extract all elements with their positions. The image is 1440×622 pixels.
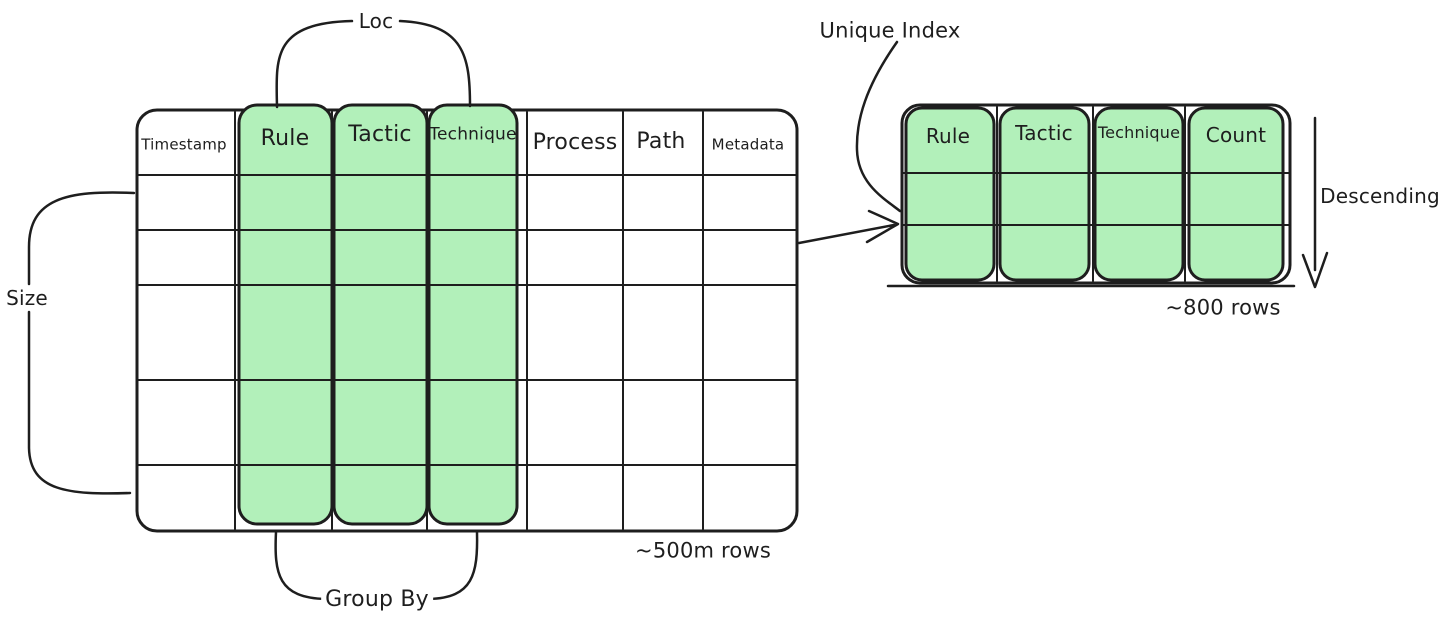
highlight-column-rule — [237, 103, 334, 526]
left-table-highlight-columns — [237, 103, 519, 526]
size-brace-top — [27, 191, 136, 286]
right-table-highlight-columns — [904, 106, 1285, 282]
right-table-column-lines — [996, 106, 1186, 282]
highlight-column-tactic — [332, 103, 429, 526]
unique-index-arrow — [855, 40, 902, 213]
descending-label: Descending — [1320, 184, 1440, 208]
descending-arrow — [1301, 116, 1329, 289]
right-column-header-count: Count — [1205, 123, 1267, 147]
left-column-header-process: Process — [532, 130, 618, 155]
left-table — [135, 103, 799, 533]
flow-arrow — [797, 209, 900, 245]
highlight-column-technique — [427, 103, 519, 526]
right-column-header-technique: Technique — [1097, 123, 1181, 142]
arrows — [797, 40, 1329, 289]
highlight-column-tactic-agg — [998, 106, 1091, 282]
right-column-header-rule: Rule — [925, 124, 971, 148]
unique-index-label: Unique Index — [819, 18, 961, 43]
highlight-column-rule-agg — [904, 106, 996, 282]
highlight-column-count-agg — [1187, 106, 1285, 282]
loc-brace-label: Loc — [354, 10, 398, 32]
highlight-column-technique-agg — [1093, 106, 1185, 282]
right-table-outline — [900, 103, 1292, 285]
loc-brace-right — [398, 19, 472, 108]
right-table — [886, 103, 1296, 288]
right-table-row-lines — [902, 172, 1290, 226]
left-column-header-technique: Technique — [429, 124, 517, 145]
size-brace-bottom — [27, 310, 132, 495]
right-column-header-tactic: Tactic — [1015, 121, 1073, 145]
left-column-header-tactic: Tactic — [348, 122, 412, 147]
left-column-header-rule: Rule — [260, 126, 310, 151]
size-brace-label: Size — [2, 287, 52, 309]
group-by-brace-label: Group By — [321, 588, 433, 612]
left-table-row-lines — [137, 174, 797, 466]
left-column-header-timestamp: Timestamp — [141, 135, 227, 154]
right-table-row-count: ~800 rows — [1165, 295, 1281, 320]
left-column-header-metadata: Metadata — [711, 135, 785, 154]
annotation-braces — [27, 19, 479, 601]
left-table-row-count: ~500m rows — [635, 538, 771, 563]
group-by-brace-left — [274, 530, 328, 601]
left-column-header-path: Path — [636, 129, 686, 154]
loc-brace-left — [275, 19, 354, 109]
group-by-brace-right — [427, 530, 479, 601]
